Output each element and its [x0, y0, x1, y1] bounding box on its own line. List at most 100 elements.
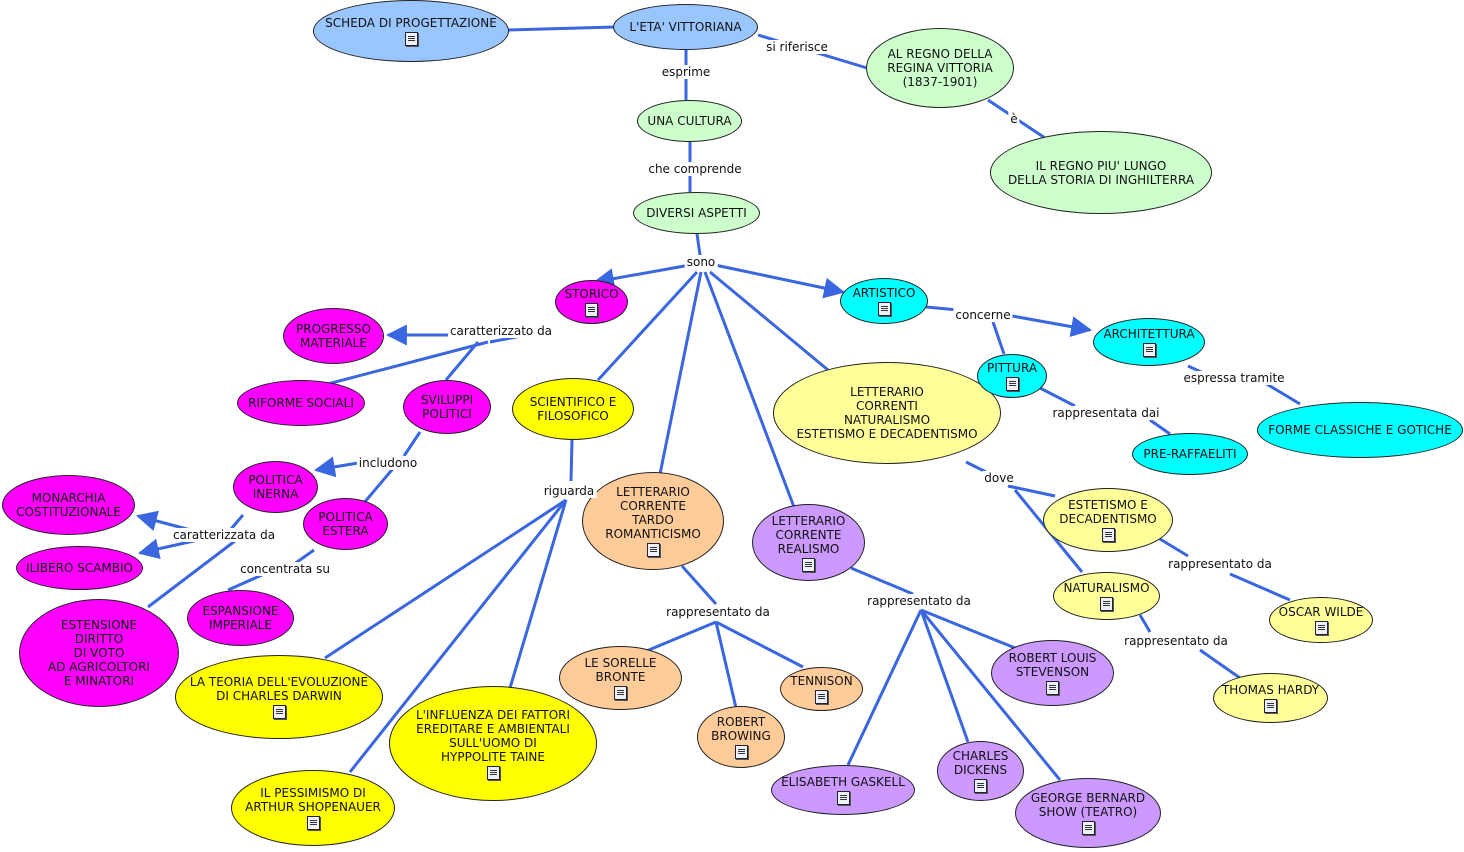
document-icon[interactable]	[1314, 621, 1328, 635]
shopenauer-label: IL PESSIMISMO DI ARTHUR SHOPENAUER	[245, 786, 381, 814]
espansione-node[interactable]: ESPANSIONE IMPERIALE	[187, 590, 294, 646]
aspetti-node[interactable]: DIVERSI ASPETTI	[633, 192, 760, 234]
estensione-label: ESTENSIONE DIRITTO DI VOTO AD AGRICOLTOR…	[48, 618, 150, 688]
connector-line	[569, 439, 574, 482]
bronte-label: LE SORELLE BRONTE	[584, 656, 657, 684]
scheda-node[interactable]: SCHEDA DI PROGETTAZIONE	[313, 0, 509, 62]
libero-scambio-node[interactable]: ILIBERO SCAMBIO	[16, 546, 143, 590]
taine-node[interactable]: L'INFLUENZA DEI FATTORI EREDITARE E AMBI…	[389, 686, 597, 801]
link-label-caratterizzato-da: caratterizzato da	[447, 324, 555, 338]
wilde-label: OSCAR WILDE	[1278, 605, 1364, 619]
document-icon[interactable]	[306, 816, 320, 830]
connector-line	[444, 341, 480, 381]
tardo-romanticismo-node[interactable]: LETTERARIO CORRENTE TARDO ROMANTICISMO	[582, 472, 724, 570]
connector-line	[1007, 484, 1056, 498]
document-icon[interactable]	[1081, 821, 1095, 835]
link-label-dove: dove	[982, 471, 1016, 485]
regno-label: AL REGNO DELLA REGINA VITTORIA (1837-190…	[887, 47, 993, 89]
pittura-label: PITTURA	[986, 361, 1038, 375]
link-label-rappresentato-da-estetismo: rappresentato da	[1166, 557, 1274, 571]
regno-lungo-node[interactable]: IL REGNO PIU' LUNGO DELLA STORIA DI INGH…	[990, 131, 1212, 214]
cultura-node[interactable]: UNA CULTURA	[637, 100, 742, 142]
connector-line	[680, 564, 718, 606]
politica-estera-node[interactable]: POLITICA ESTERA	[303, 498, 388, 550]
realismo-node[interactable]: LETTERARIO CORRENTE REALISMO	[752, 504, 865, 581]
connector-line	[506, 25, 616, 32]
naturalismo-node[interactable]: NATURALISMO	[1053, 572, 1160, 620]
correnti-node[interactable]: LETTERARIO CORRENTI NATURALISMO ESTETISM…	[773, 362, 1001, 464]
document-icon[interactable]	[1264, 699, 1277, 713]
darwin-node[interactable]: LA TEORIA DELL'EVOLUZIONE DI CHARLES DAR…	[175, 655, 383, 739]
hardy-node[interactable]: THOMAS HARDY	[1213, 673, 1328, 723]
bronte-node[interactable]: LE SORELLE BRONTE	[559, 646, 682, 710]
storico-label: STORICO	[564, 287, 619, 301]
connector-line	[137, 538, 199, 560]
document-icon[interactable]	[1046, 681, 1059, 695]
politica-interna-node[interactable]: POLITICA INERNA	[233, 461, 318, 513]
connector-line	[592, 263, 691, 290]
connector-line	[1149, 418, 1171, 436]
tardo-romanticismo-label: LETTERARIO CORRENTE TARDO ROMANTICISMO	[605, 485, 701, 541]
taine-label: L'INFLUENZA DEI FATTORI EREDITARE E AMBI…	[415, 707, 571, 764]
connector-line	[1229, 572, 1291, 602]
document-icon[interactable]	[734, 745, 748, 759]
browing-node[interactable]: ROBERT BROWING	[697, 706, 785, 768]
monarchia-label: MONARCHIA COSTITUZIONALE	[16, 491, 121, 519]
pittura-node[interactable]: PITTURA	[977, 354, 1047, 398]
document-icon[interactable]	[404, 32, 418, 46]
regno-vittoria-node[interactable]: AL REGNO DELLA REGINA VITTORIA (1837-190…	[866, 28, 1014, 108]
progresso-node[interactable]: PROGRESSO MATERIALE	[283, 308, 384, 364]
forme-node[interactable]: FORME CLASSICHE E GOTICHE	[1257, 402, 1463, 458]
connector-line	[703, 271, 796, 508]
document-icon[interactable]	[877, 302, 891, 316]
connector-line	[324, 498, 567, 660]
dickens-node[interactable]: CHARLES DICKENS	[937, 741, 1024, 801]
document-icon[interactable]	[486, 765, 500, 780]
document-icon[interactable]	[1100, 597, 1113, 611]
estensione-node[interactable]: ESTENSIONE DIRITTO DI VOTO AD AGRICOLTOR…	[19, 599, 179, 707]
eta-vittoriana-node[interactable]: L'ETA' VITTORIANA	[613, 4, 758, 50]
estetismo-node[interactable]: ESTETISMO E DECADENTISMO	[1043, 488, 1173, 552]
sviluppi-label: SVILUPPI POLITICI	[420, 393, 474, 421]
scientifico-label: SCIENTIFICO E FILOSOFICO	[529, 395, 617, 423]
document-icon[interactable]	[1005, 377, 1019, 391]
artistico-node[interactable]: ARTISTICO	[840, 278, 928, 324]
riforme-node[interactable]: RIFORME SOCIALI	[237, 380, 365, 426]
eta-label: L'ETA' VITTORIANA	[629, 20, 742, 34]
link-label-riguarda: riguarda	[541, 484, 597, 498]
document-icon[interactable]	[974, 779, 987, 793]
connector-line	[348, 499, 568, 773]
stevenson-node[interactable]: ROBERT LOUIS STEVENSON	[991, 640, 1114, 706]
artistico-label: ARTISTICO	[852, 286, 916, 300]
preraffaeliti-node[interactable]: PRE-RAFFAELITI	[1132, 433, 1248, 475]
connector-line	[596, 270, 699, 382]
document-icon[interactable]	[836, 791, 850, 805]
gaskell-node[interactable]: ELISABETH GASKELL	[771, 765, 915, 815]
connector-line	[715, 620, 804, 669]
storico-node[interactable]: STORICO	[555, 280, 628, 324]
architettura-node[interactable]: ARCHITETTURA	[1093, 318, 1205, 366]
document-icon[interactable]	[802, 557, 815, 572]
document-icon[interactable]	[272, 705, 286, 719]
connector-line	[1138, 614, 1152, 633]
document-icon[interactable]	[1101, 528, 1115, 542]
scientifico-node[interactable]: SCIENTIFICO E FILOSOFICO	[512, 378, 634, 440]
shaw-node[interactable]: GEORGE BERNARD SHOW (TEATRO)	[1015, 778, 1161, 848]
connector-line	[850, 566, 914, 596]
document-icon[interactable]	[585, 303, 598, 317]
gaskell-label: ELISABETH GASKELL	[781, 775, 905, 789]
sviluppi-node[interactable]: SVILUPPI POLITICI	[403, 380, 491, 434]
connector-line	[714, 263, 846, 299]
connector-line	[846, 609, 923, 766]
tennison-node[interactable]: TENNISON	[780, 667, 863, 711]
wilde-node[interactable]: OSCAR WILDE	[1269, 597, 1373, 643]
document-icon[interactable]	[815, 690, 828, 704]
document-icon[interactable]	[646, 543, 660, 557]
shopenauer-node[interactable]: IL PESSIMISMO DI ARTHUR SHOPENAUER	[231, 770, 395, 846]
connector-line	[402, 431, 422, 457]
monarchia-node[interactable]: MONARCHIA COSTITUZIONALE	[2, 475, 135, 535]
document-icon[interactable]	[1142, 343, 1156, 357]
connector-line	[919, 609, 1062, 781]
document-icon[interactable]	[614, 686, 627, 700]
